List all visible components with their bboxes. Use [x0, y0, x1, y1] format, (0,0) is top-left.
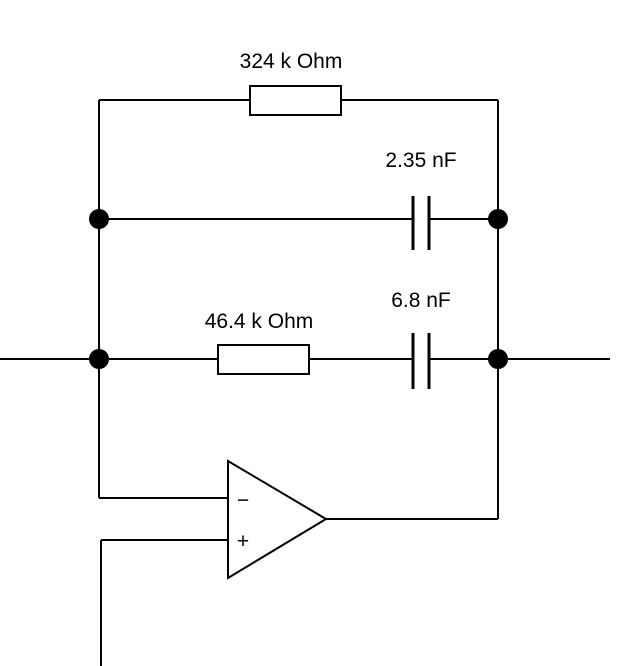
junction-node-right-bottom	[488, 349, 508, 369]
feedback-resistor	[249, 85, 342, 116]
feedback-resistor-label: 324 k Ohm	[240, 50, 343, 73]
opamp-inverting-sign: −	[237, 489, 249, 512]
feedback-capacitor-label: 2.35 nF	[385, 149, 456, 172]
opamp-triangle	[227, 459, 328, 580]
input-branch: 46.4 k Ohm 6.8 nF	[0, 289, 610, 389]
input-resistor-label: 46.4 k Ohm	[205, 310, 314, 333]
junction-node-right-top	[488, 209, 508, 229]
opamp: − +	[227, 459, 328, 580]
input-resistor	[217, 344, 310, 375]
feedback-resistor-branch: 324 k Ohm	[99, 50, 498, 116]
feedback-capacitor-branch: 2.35 nF	[99, 149, 498, 250]
opamp-noninverting-sign: +	[237, 530, 249, 553]
junction-node-left-top	[89, 209, 109, 229]
input-capacitor-label: 6.8 nF	[391, 289, 451, 312]
junction-node-left-bottom	[89, 349, 109, 369]
